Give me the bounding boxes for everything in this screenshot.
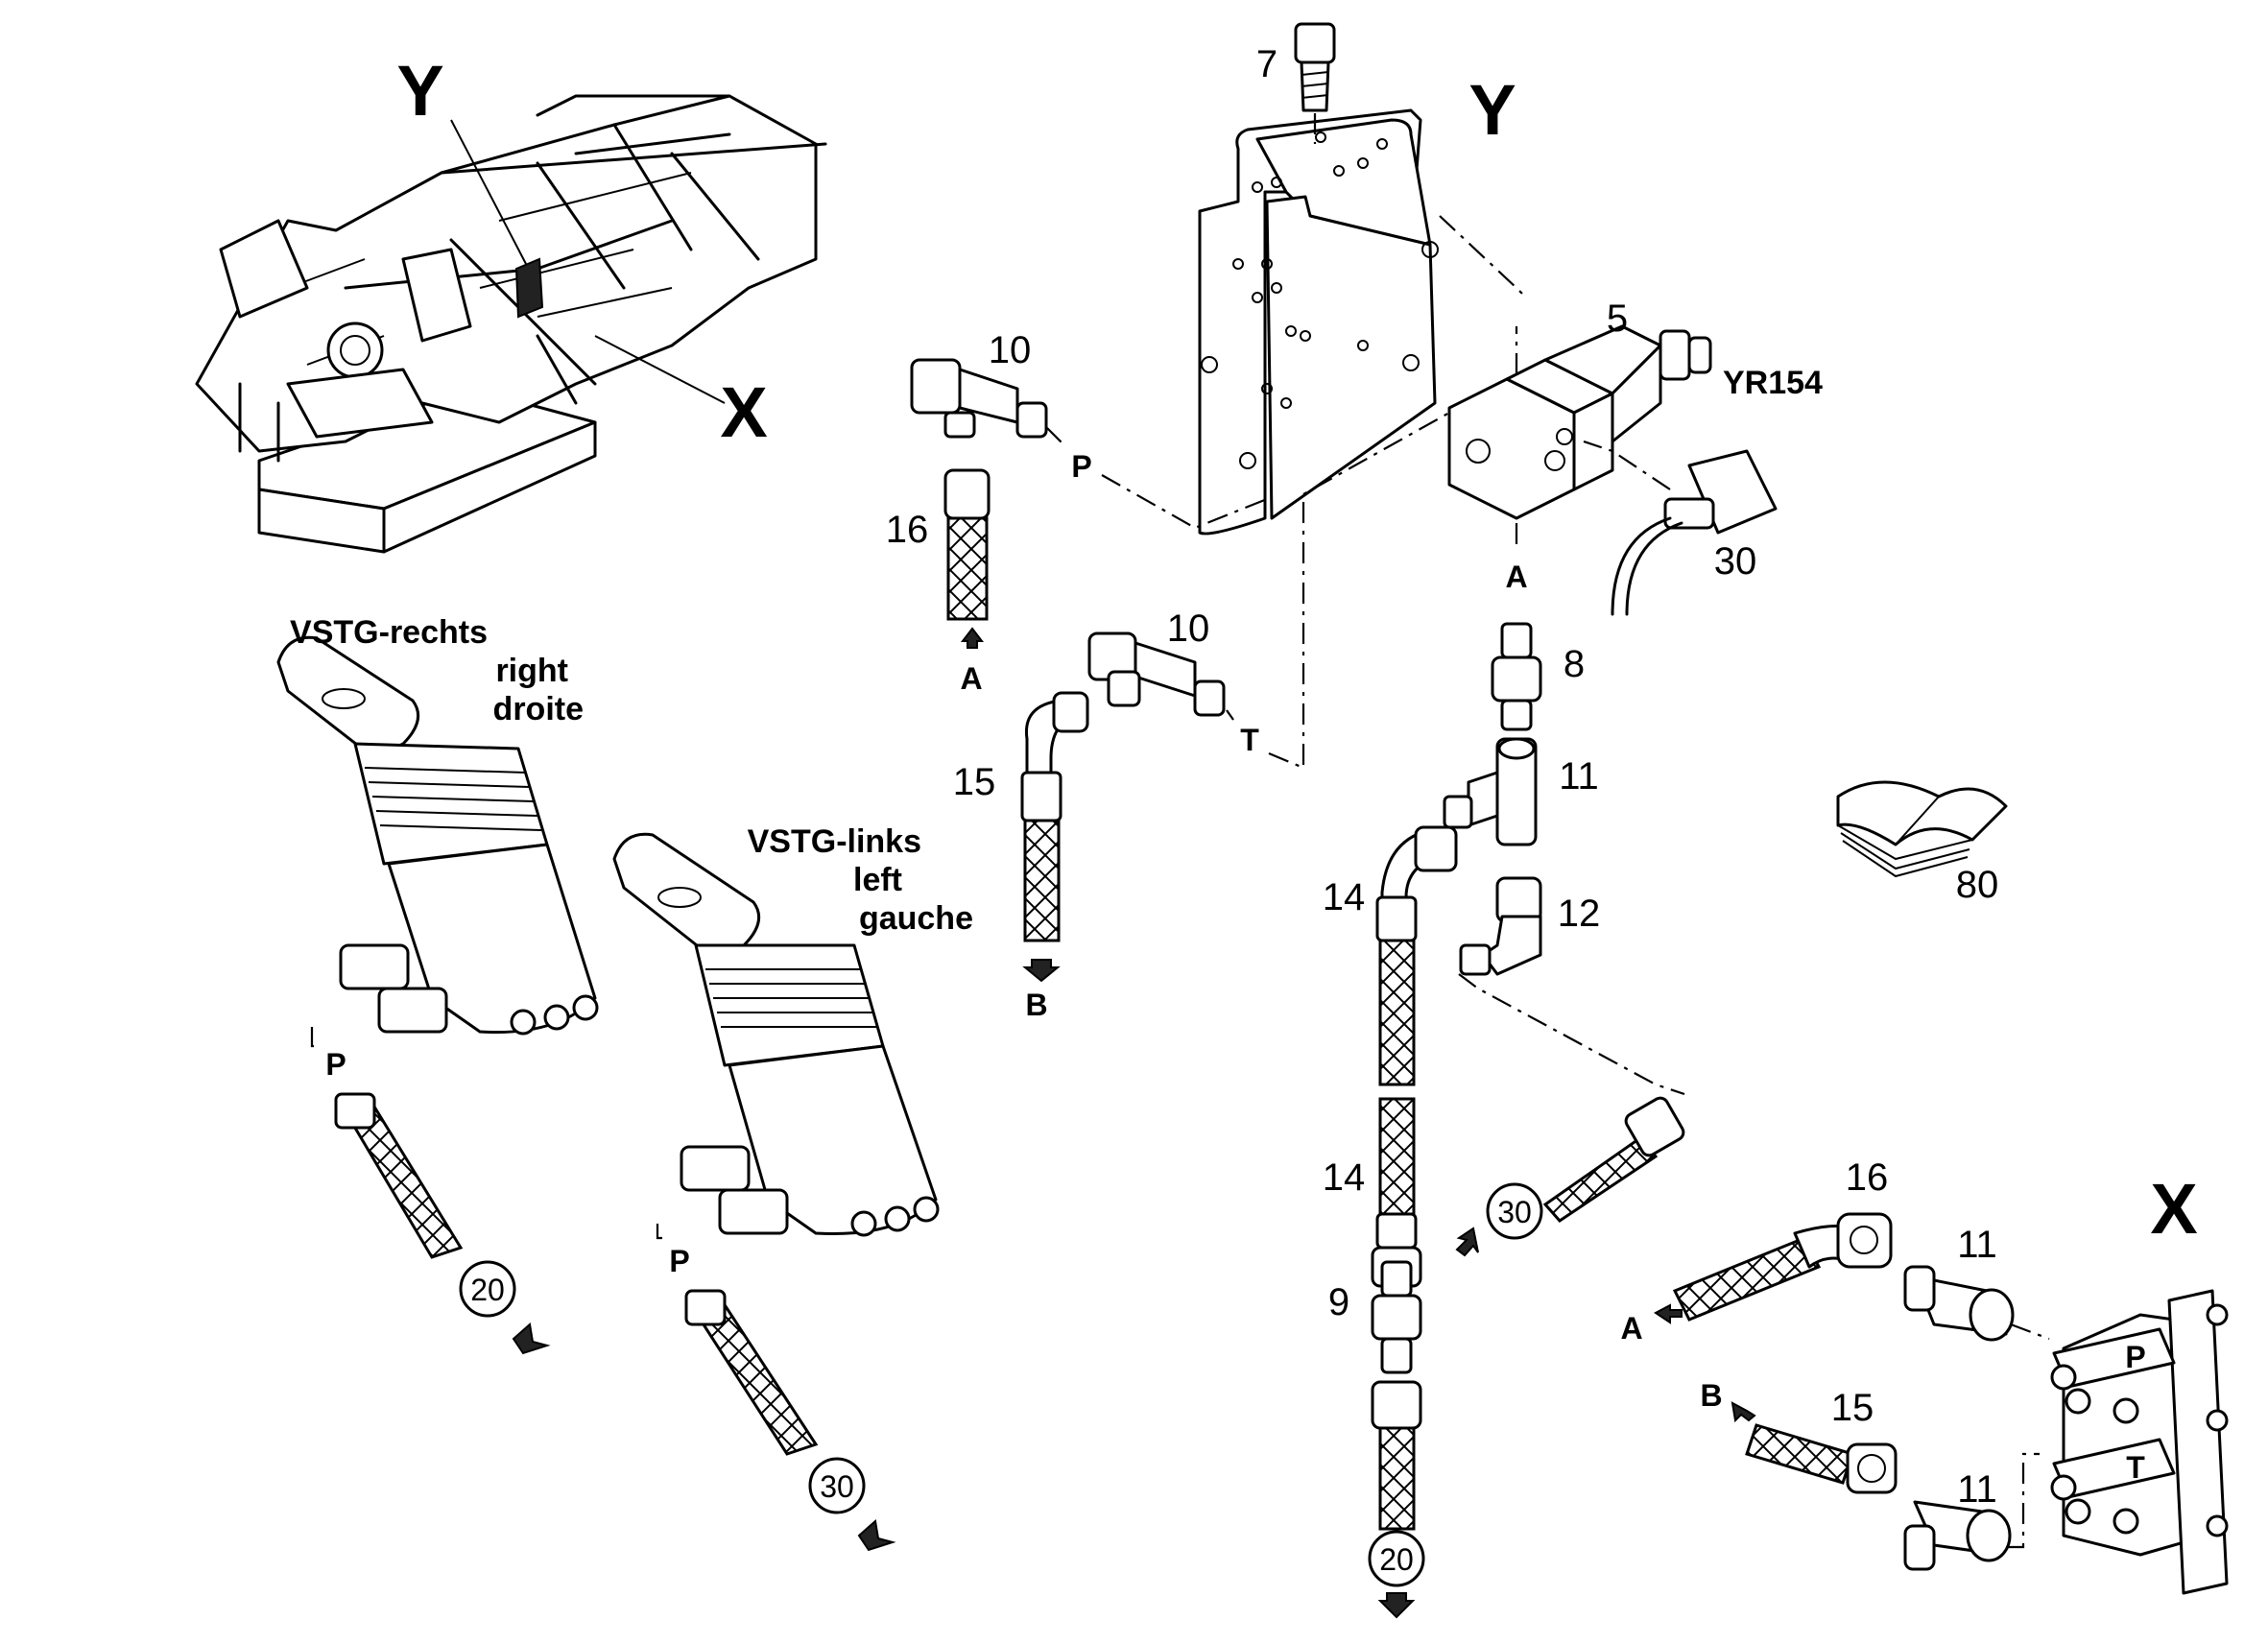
port-a-solenoid: A <box>1505 560 1527 594</box>
part-number-16-x: 16 <box>1846 1156 1889 1199</box>
left-valve-label-3: gauche <box>859 900 973 937</box>
circled-ref-30-left-valve: 30 <box>820 1469 854 1504</box>
part-number-11-x-upper: 11 <box>1957 1224 1997 1266</box>
tee-fitting-11-center: 11 <box>1443 737 1599 846</box>
port-t-block: T <box>2126 1450 2145 1485</box>
fitting-8: 8 <box>1491 622 1585 731</box>
port-p-upper: P <box>1071 449 1091 484</box>
view-label-x-overview: X <box>720 372 767 452</box>
port-b-x: B <box>1700 1378 1722 1413</box>
hose-14-lower: 14 <box>1323 1097 1479 1288</box>
hose-bottom: 20 <box>1368 1380 1425 1619</box>
port-a-upper: A <box>960 661 982 696</box>
circled-ref-30-middle: 30 <box>1497 1195 1532 1229</box>
part-number-11-center: 11 <box>1559 755 1599 798</box>
hose-16-upper: 16 A <box>886 468 991 696</box>
port-p-left-valve: P <box>669 1244 689 1278</box>
solenoid-valve-5: 5 YR154 <box>1439 215 1823 520</box>
port-a-x: A <box>1620 1311 1642 1346</box>
hose-16-middle: 30 <box>1486 1096 1685 1240</box>
part-number-10-upper: 10 <box>989 329 1032 371</box>
part-number-11-x-lower: 11 <box>1957 1468 1997 1511</box>
right-valve-label-3: droite <box>493 691 584 727</box>
view-label-y-overview: Y <box>396 51 443 131</box>
part-number-7: 7 <box>1256 43 1277 85</box>
connector-plug-30: 30 <box>1583 440 1778 616</box>
hose-14-upper: 14 <box>1323 825 1458 1086</box>
part-number-10-middle: 10 <box>1167 608 1210 650</box>
left-valve-label-1: VSTG-links <box>748 823 921 860</box>
part-number-30: 30 <box>1714 540 1757 583</box>
part-number-8: 8 <box>1564 643 1585 685</box>
port-t-middle: T <box>1240 723 1259 757</box>
part-number-15-middle: 15 <box>953 761 996 803</box>
part-number-14-lower: 14 <box>1323 1156 1366 1199</box>
part-number-9: 9 <box>1328 1281 1349 1323</box>
elbow-12: 12 <box>1458 876 1685 1096</box>
solenoid-label-yr154: YR154 <box>1723 365 1823 401</box>
left-joystick-valve: VSTG-links left gauche P 30 <box>612 823 973 1552</box>
part-number-80: 80 <box>1956 864 1999 906</box>
part-number-14-upper: 14 <box>1323 876 1366 918</box>
right-valve-label-1: VSTG-rechts <box>290 614 488 651</box>
mounting-plate: Y <box>1198 70 1516 536</box>
part-number-15-x: 15 <box>1831 1387 1874 1429</box>
left-valve-label-2: left <box>853 862 902 898</box>
view-label-x-detail: X <box>2150 1169 2197 1249</box>
right-joystick-valve: VSTG-rechts right droite P 20 <box>276 614 599 1355</box>
circled-ref-20-bottom: 20 <box>1379 1542 1414 1577</box>
view-label-y-detail: Y <box>1468 70 1516 150</box>
port-p-right-valve: P <box>325 1047 346 1082</box>
part-number-16-upper: 16 <box>886 509 929 551</box>
port-b-middle: B <box>1025 988 1047 1022</box>
screw-7: 7 <box>1256 22 1336 144</box>
tee-fitting-10-upper: 10 P <box>910 329 1268 530</box>
hose-15-middle: 15 B <box>953 691 1089 1022</box>
manual-book-80: 80 <box>1836 780 2008 906</box>
circled-ref-20-right-valve: 20 <box>470 1273 505 1307</box>
machine-overview: Y X <box>195 51 827 554</box>
part-number-12: 12 <box>1558 893 1601 935</box>
fitting-9: 9 <box>1328 1260 1422 1374</box>
right-valve-label-2: right <box>495 653 568 689</box>
tee-fitting-10-middle: 10 T <box>1087 412 1450 770</box>
detail-x: X 16 A 11 15 B 11 <box>1620 1156 2229 1595</box>
part-number-5: 5 <box>1607 298 1628 340</box>
port-p-block: P <box>2125 1340 2145 1374</box>
